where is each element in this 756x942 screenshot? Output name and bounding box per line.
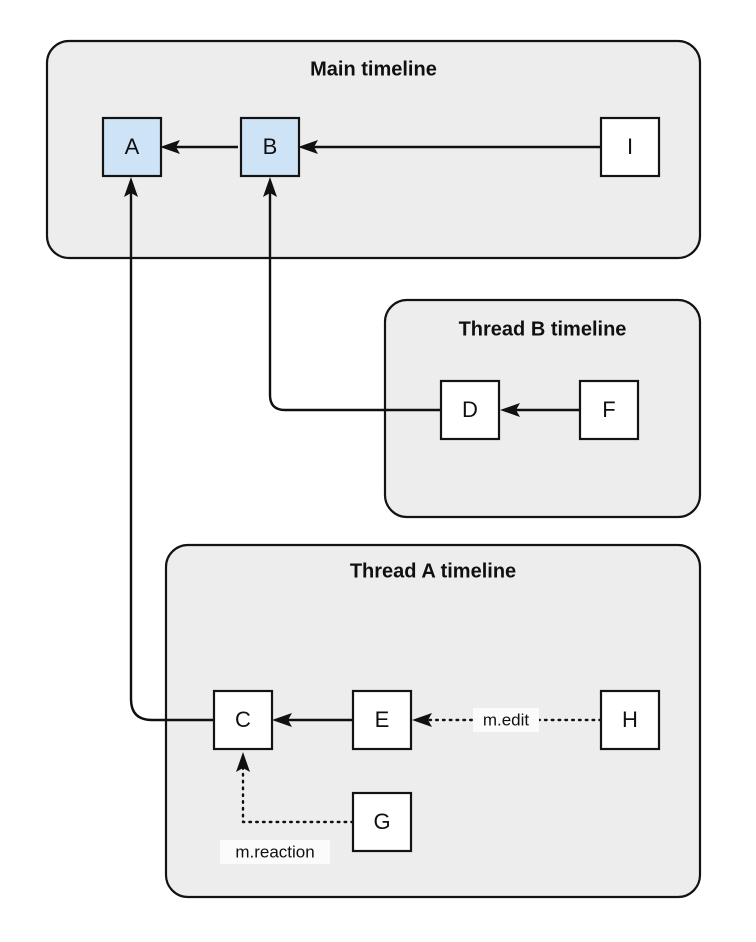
group-thread-a-timeline[interactable]: Thread A timeline — [164, 543, 702, 899]
group-main-timeline-box — [45, 39, 702, 260]
edge-h-to-e-label: m.edit — [483, 710, 530, 729]
node-g[interactable]: G — [351, 791, 413, 853]
edge-g-to-c-label: m.reaction — [235, 842, 314, 861]
group-main-timeline[interactable]: Main timeline — [45, 39, 702, 260]
group-main-timeline-title: Main timeline — [310, 58, 437, 80]
node-a-label: A — [125, 134, 140, 159]
node-c-label: C — [235, 707, 251, 732]
edge-d-to-b-line — [268, 189, 441, 412]
node-a[interactable]: A — [101, 116, 163, 178]
edge-h-to-e: m.edit — [412, 708, 603, 732]
group-thread-b-timeline[interactable]: Thread B timeline — [383, 298, 702, 519]
edge-g-to-c-arrowhead — [236, 752, 250, 772]
node-c[interactable]: C — [212, 689, 274, 751]
edge-g-to-c-line — [241, 762, 355, 824]
node-i-box — [599, 116, 661, 178]
edge-i-to-b-arrowhead — [298, 140, 318, 154]
edge-c-to-a-line — [129, 189, 214, 722]
node-d-label: D — [462, 397, 478, 422]
edge-e-to-c — [272, 713, 353, 727]
node-b-label: B — [263, 134, 278, 159]
node-a-box — [101, 116, 163, 178]
edge-d-to-b — [263, 177, 441, 412]
edge-b-to-a — [160, 140, 238, 154]
group-thread-b-timeline-box — [383, 298, 702, 519]
edge-h-to-e-arrowhead — [412, 713, 432, 727]
node-b-box — [239, 116, 301, 178]
edge-i-to-b — [298, 140, 601, 154]
group-thread-b-timeline-title: Thread B timeline — [459, 318, 627, 340]
node-h[interactable]: H — [599, 689, 661, 751]
edge-e-to-c-arrowhead — [272, 713, 292, 727]
node-h-box — [599, 689, 661, 751]
node-i[interactable]: I — [599, 116, 661, 178]
edge-f-to-d — [500, 403, 580, 417]
node-f[interactable]: F — [578, 379, 640, 441]
node-e[interactable]: E — [351, 689, 413, 751]
node-g-box — [351, 791, 413, 853]
node-f-box — [578, 379, 640, 441]
node-h-label: H — [622, 707, 638, 732]
node-f-label: F — [602, 397, 615, 422]
node-c-box — [212, 689, 274, 751]
node-i-label: I — [627, 134, 633, 159]
node-g-label: G — [373, 809, 390, 834]
edge-g-to-c-label-bg — [220, 840, 330, 864]
node-b[interactable]: B — [239, 116, 301, 178]
edge-h-to-e-label-bg — [473, 708, 539, 732]
edge-c-to-a — [124, 177, 214, 722]
node-d-box — [439, 379, 501, 441]
node-e-box — [351, 689, 413, 751]
edge-d-to-b-arrowhead — [263, 177, 277, 197]
node-d[interactable]: D — [439, 379, 501, 441]
edge-c-to-a-arrowhead — [124, 177, 138, 197]
edge-g-to-c: m.reaction — [220, 752, 355, 864]
group-thread-a-timeline-title: Thread A timeline — [350, 560, 516, 582]
node-e-label: E — [375, 707, 390, 732]
edge-f-to-d-arrowhead — [500, 403, 520, 417]
edge-b-to-a-arrowhead — [160, 140, 180, 154]
